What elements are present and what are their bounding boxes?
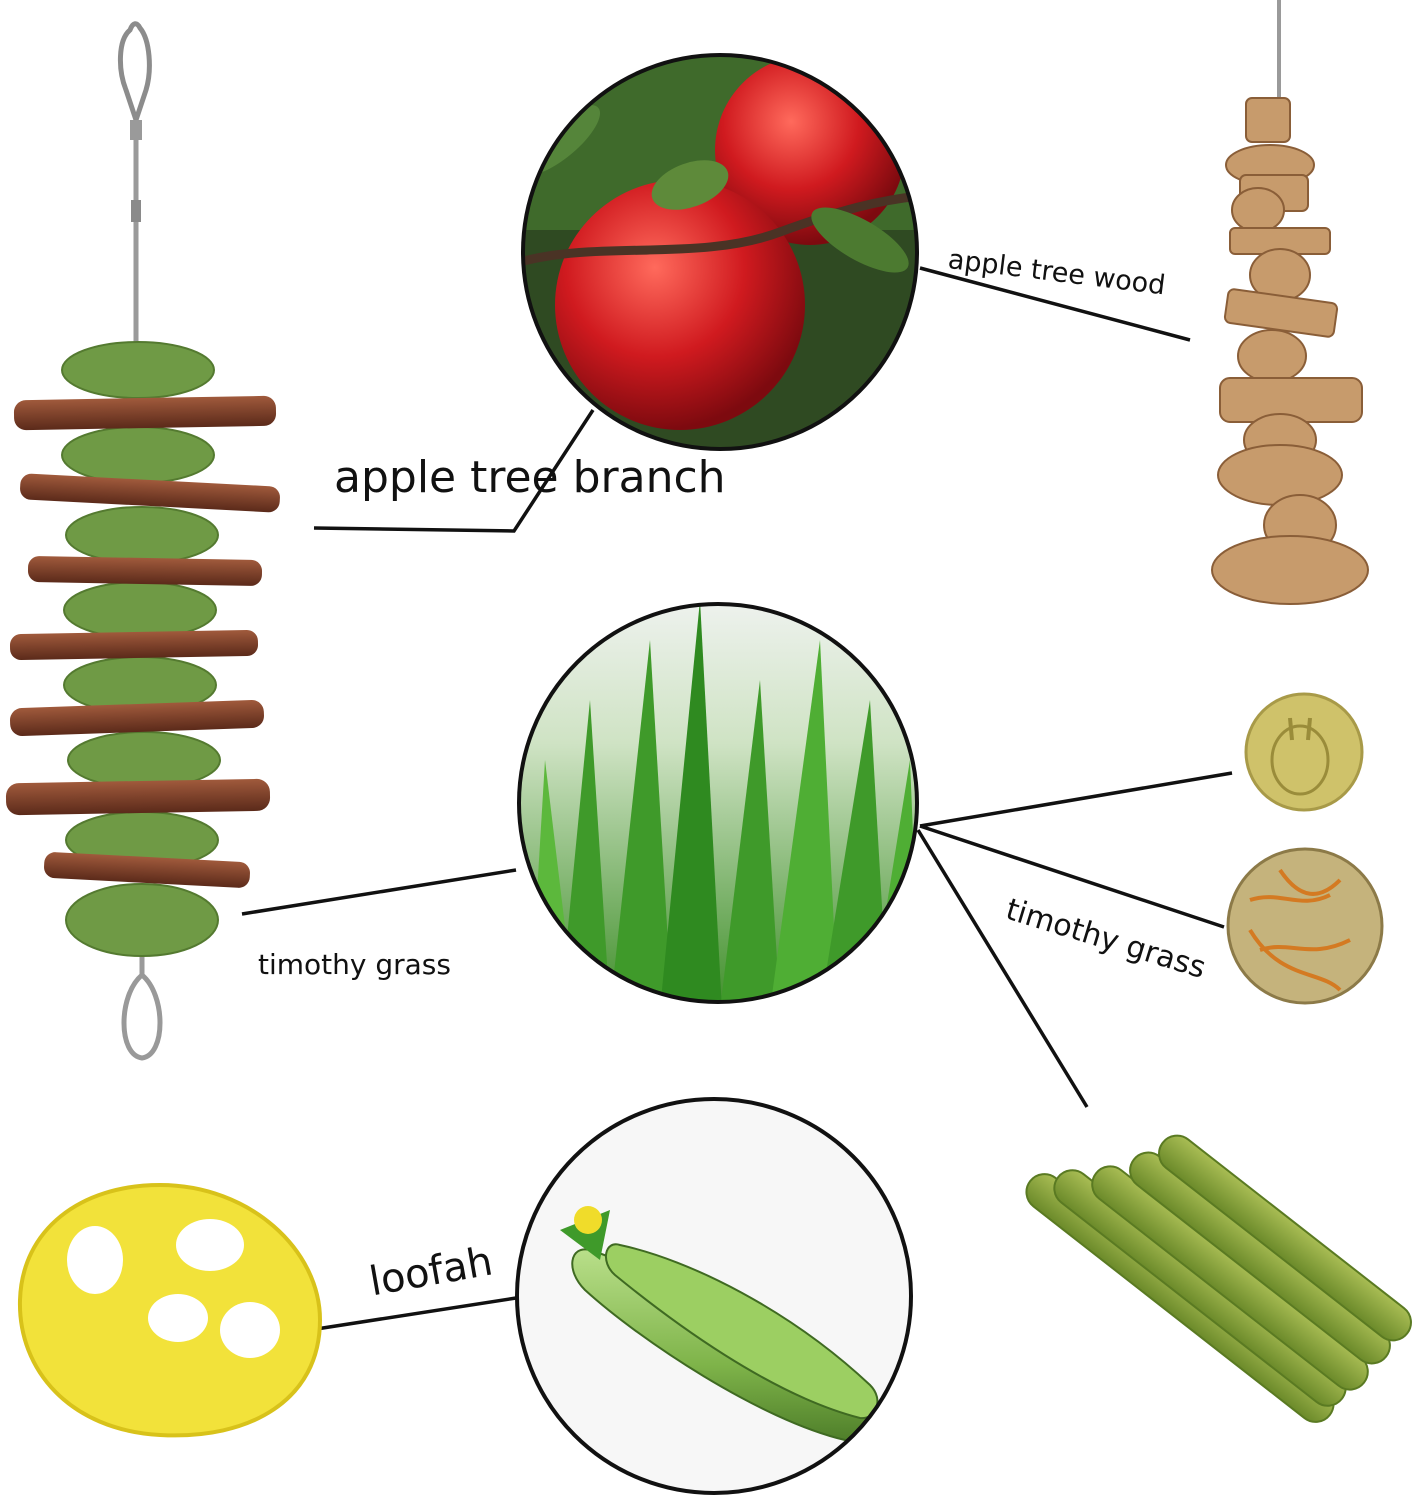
- leader-line-timothy-biscuit: [919, 771, 1233, 828]
- leader-line-timothy-ball: [919, 824, 1225, 929]
- timothy-grass-photo: [517, 602, 919, 1004]
- label-timothy-grass-left: timothy grass: [258, 948, 451, 981]
- leader-line-timothy-sticks: [916, 829, 1089, 1108]
- leader-line-loofah: [309, 1296, 517, 1332]
- leader-line-apple-branch: [313, 409, 595, 533]
- apple-front: [555, 180, 805, 430]
- apple-wood-toy-image: [1211, 0, 1369, 605]
- apple-tree-photo: [521, 53, 919, 451]
- loofah-gourd-photo: [515, 1097, 913, 1495]
- leader-line-apple-wood: [919, 266, 1191, 342]
- timothy-biscuit-image: [1244, 692, 1364, 812]
- snap-hook: [117, 21, 152, 128]
- hay-skewer-toy-image: [5, 21, 280, 1061]
- leader-lines: [241, 266, 1233, 1332]
- timothy-grass-sticks-image: [1025, 1134, 1412, 1423]
- loofah-slice-image: [17, 1182, 323, 1438]
- label-apple-tree-branch: apple tree branch: [334, 452, 726, 503]
- leader-line-timothy-left: [241, 868, 517, 916]
- timothy-ball-image: [1226, 847, 1384, 1005]
